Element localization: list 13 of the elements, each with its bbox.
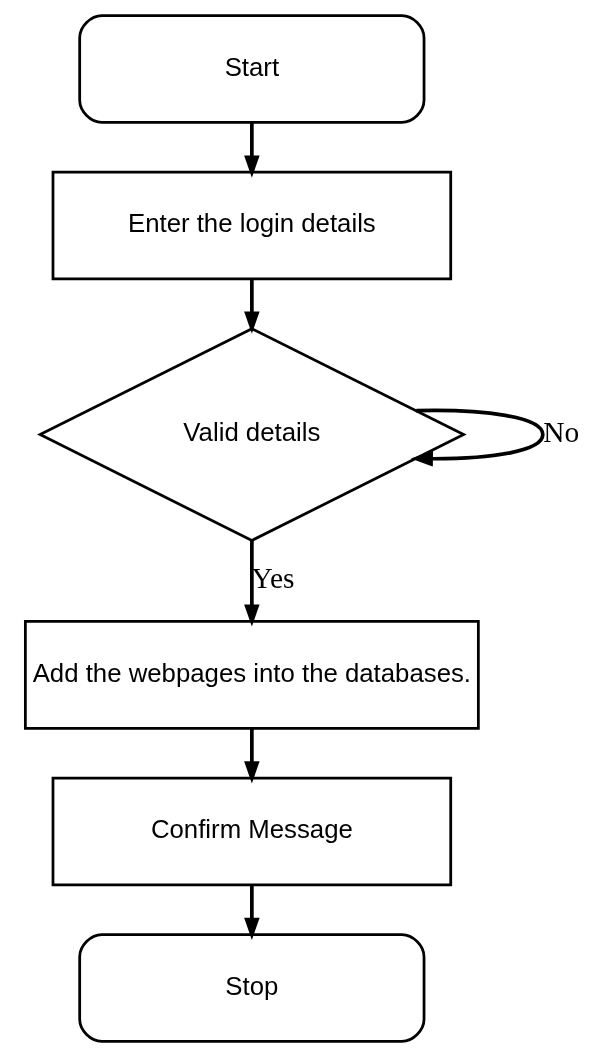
arrow bbox=[410, 408, 545, 467]
node-box: Confirm Message bbox=[51, 776, 453, 887]
edge-label: No bbox=[543, 415, 580, 448]
node-box: Add the webpages into the databases. bbox=[24, 620, 480, 730]
node-box: Enter the login details bbox=[51, 170, 453, 281]
node-box: Stop bbox=[78, 933, 426, 1043]
node-box: Start bbox=[78, 14, 426, 124]
arrow bbox=[244, 122, 260, 178]
arrow bbox=[244, 728, 260, 784]
arrow bbox=[244, 885, 260, 940]
node-diamond: Valid details bbox=[37, 327, 467, 542]
arrow bbox=[244, 540, 260, 627]
arrow bbox=[244, 279, 260, 334]
